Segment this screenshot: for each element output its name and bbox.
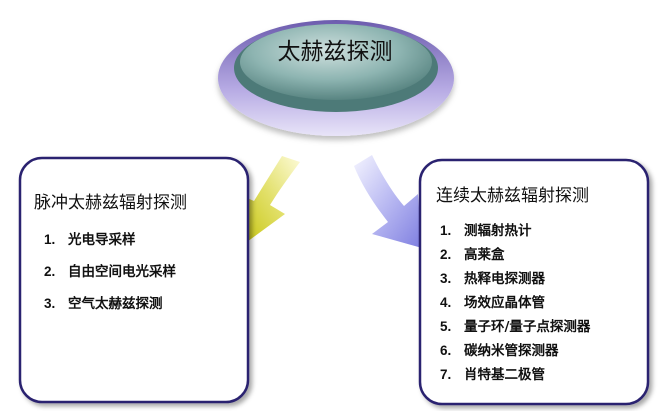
center-title: 太赫兹探测 bbox=[277, 39, 393, 65]
item-text: 空气太赫兹探测 bbox=[68, 296, 163, 312]
item-number: 3. bbox=[44, 296, 56, 311]
item-number: 5. bbox=[440, 319, 452, 334]
item-number: 1. bbox=[44, 232, 56, 247]
left-list-item: 1. 光电导采样 bbox=[44, 228, 136, 248]
center-disc bbox=[218, 20, 454, 136]
left-arrow bbox=[236, 156, 300, 250]
right-list-item: 2. 高莱盒 bbox=[440, 243, 505, 263]
item-number: 2. bbox=[440, 247, 452, 262]
item-number: 6. bbox=[440, 343, 452, 358]
item-number: 3. bbox=[440, 271, 452, 286]
item-number: 4. bbox=[440, 295, 452, 310]
item-text: 场效应晶体管 bbox=[464, 295, 545, 311]
item-number: 1. bbox=[440, 223, 452, 238]
item-text: 热释电探测器 bbox=[464, 271, 545, 287]
right-list-item: 7. 肖特基二极管 bbox=[440, 363, 545, 383]
right-list-item: 1. 测辐射热计 bbox=[440, 219, 532, 239]
right-list-item: 5. 量子环/量子点探测器 bbox=[440, 315, 590, 335]
item-text: 光电导采样 bbox=[68, 232, 136, 248]
right-list-item: 3. 热释电探测器 bbox=[440, 267, 545, 287]
right-list-item: 4. 场效应晶体管 bbox=[440, 291, 545, 311]
right-panel bbox=[418, 158, 650, 406]
item-text: 高莱盒 bbox=[464, 247, 505, 263]
left-list-item: 3. 空气太赫兹探测 bbox=[44, 292, 163, 312]
item-number: 7. bbox=[440, 367, 452, 382]
item-text: 自由空间电光采样 bbox=[68, 264, 176, 280]
right-list-item: 6. 碳纳米管探测器 bbox=[440, 339, 559, 359]
item-text: 肖特基二极管 bbox=[464, 367, 545, 383]
right-panel-title: 连续太赫兹辐射探测 bbox=[436, 186, 589, 206]
left-list-item: 2. 自由空间电光采样 bbox=[44, 260, 176, 280]
left-panel-title: 脉冲太赫兹辐射探测 bbox=[34, 193, 187, 213]
left-panel bbox=[18, 156, 250, 404]
item-text: 测辐射热计 bbox=[464, 223, 532, 239]
item-text: 量子环/量子点探测器 bbox=[464, 319, 591, 335]
item-number: 2. bbox=[44, 264, 56, 279]
right-arrow bbox=[354, 155, 422, 248]
item-text: 碳纳米管探测器 bbox=[464, 343, 559, 359]
